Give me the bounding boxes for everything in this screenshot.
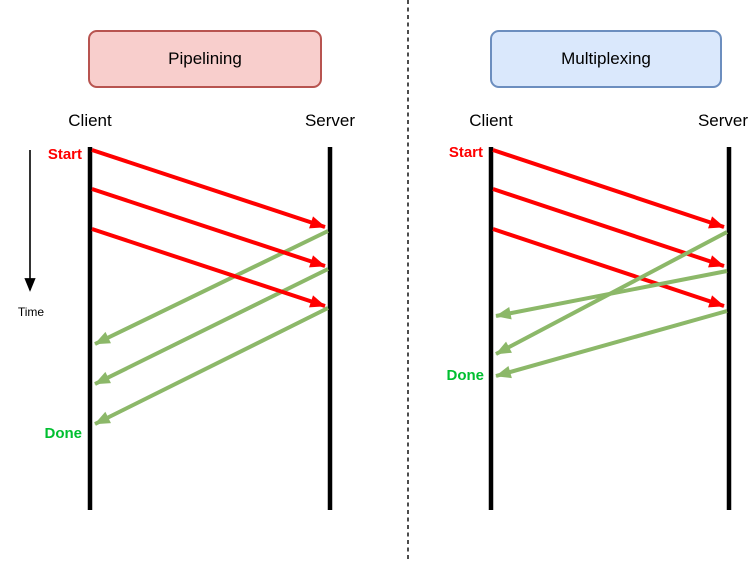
pipelining-done-label: Done [44, 425, 83, 442]
multiplexing-title: Multiplexing [561, 49, 651, 68]
request-arrow-2 [492, 187, 725, 268]
pipelining-title: Pipelining [168, 49, 242, 68]
request-arrow-2 [91, 187, 326, 268]
time-axis-label: Time [17, 305, 45, 319]
response-arrow-2 [94, 267, 329, 386]
pipelining-start-label: Start [47, 146, 82, 163]
multiplexing-start-label: Start [448, 144, 483, 161]
multiplexing-client-label: Client [469, 111, 513, 130]
multiplexing-arrows-layer [492, 148, 728, 379]
request-arrow-1 [492, 148, 725, 229]
multiplexing-done-label: Done [446, 367, 485, 384]
pipelining-client-label: Client [68, 111, 112, 130]
request-arrow-3 [91, 227, 326, 308]
response-arrow-2 [495, 269, 728, 320]
pipelining-server-label: Server [304, 111, 356, 130]
response-arrow-3 [94, 306, 329, 426]
pipelining-title-box: Pipelining [88, 30, 322, 88]
multiplexing-server-label: Server [697, 111, 749, 130]
request-arrow-1 [91, 148, 326, 229]
request-arrow-3 [492, 227, 725, 308]
pipelining-arrows-layer [91, 148, 329, 426]
response-arrow-3 [495, 309, 728, 379]
static-lines-layer [24, 0, 732, 562]
multiplexing-title-box: Multiplexing [490, 30, 722, 88]
response-arrow-1 [94, 229, 329, 346]
